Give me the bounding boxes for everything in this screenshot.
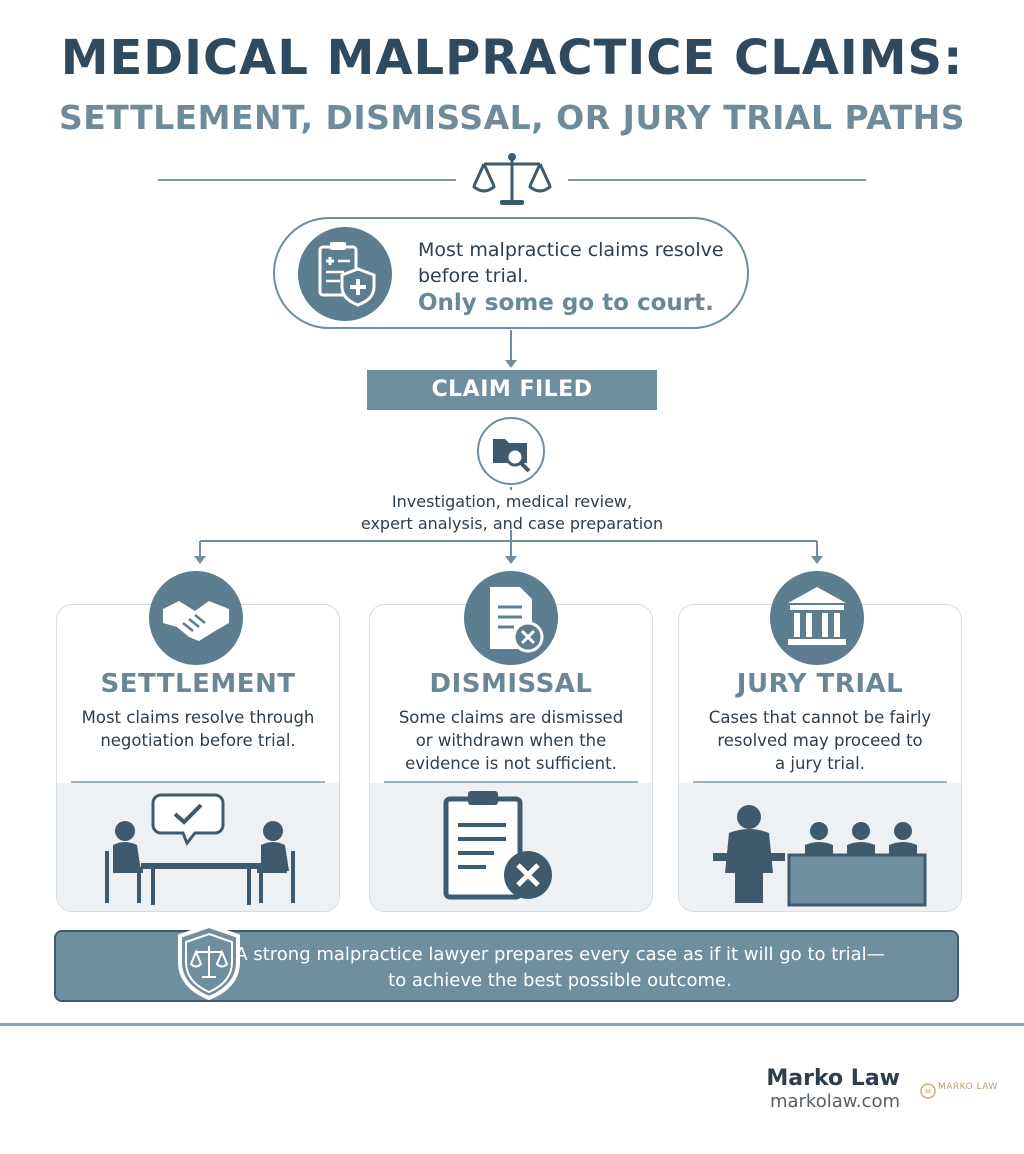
jury-trial-card: JURY TRIAL Cases that cannot be fairly r… (678, 604, 962, 912)
footer-divider (0, 1023, 1024, 1026)
divider-left (158, 179, 456, 181)
card-description-line: Some claims are dismissed (398, 708, 624, 727)
handshake-icon (149, 571, 243, 665)
card-title: DISMISSAL (429, 669, 593, 699)
card-description: Most claims resolve through negotiation … (67, 706, 329, 752)
card-illustration-area (57, 783, 339, 911)
card-divider (384, 781, 638, 783)
medical-record-shield-icon (298, 227, 392, 321)
conclusion-line: A strong malpractice lawyer prepares eve… (235, 944, 885, 965)
svg-text:M: M (925, 1088, 931, 1096)
card-illustration-area (679, 783, 961, 911)
card-description-line: resolved may proceed to (717, 731, 923, 750)
card-description-line: Most claims resolve through (81, 708, 315, 727)
shield-scales-icon (178, 923, 240, 1001)
card-description-line: evidence is not sufficient. (405, 754, 617, 773)
page-title: MEDICAL MALPRACTICE CLAIMS: (60, 30, 964, 86)
courthouse-icon (770, 571, 864, 665)
intro-text: Most malpractice claims resolve before t… (418, 239, 724, 287)
intro-highlight: Only some go to court. (418, 290, 714, 316)
card-divider (693, 781, 947, 783)
card-title: SETTLEMENT (100, 669, 296, 699)
card-illustration-area (370, 783, 652, 911)
card-description-line: a jury trial. (775, 754, 865, 773)
marko-law-logo-icon: M (920, 1083, 936, 1099)
claim-filed-label: CLAIM FILED (367, 370, 657, 410)
card-title: JURY TRIAL (736, 669, 904, 699)
clipboard-x-illustration (443, 791, 552, 900)
card-description-line: Cases that cannot be fairly (708, 708, 932, 727)
logo-text: MARKO LAW (938, 1082, 998, 1092)
card-description-line: negotiation before trial. (100, 731, 296, 750)
card-description: Some claims are dismissed or withdrawn w… (380, 706, 642, 775)
conclusion-line: to achieve the best possible outcome. (388, 970, 732, 991)
conclusion-text: A strong malpractice lawyer prepares eve… (220, 942, 900, 994)
card-description-line: or withdrawn when the (415, 731, 607, 750)
claim-description: Investigation, medical review, expert an… (312, 491, 712, 535)
card-description: Cases that cannot be fairly resolved may… (689, 706, 951, 775)
document-x-icon (464, 571, 558, 665)
negotiation-table-illustration (105, 793, 295, 905)
folder-search-icon (477, 417, 545, 485)
page-subtitle: SETTLEMENT, DISMISSAL, OR JURY TRIAL PAT… (59, 98, 965, 137)
brand-name: Marko Law (766, 1066, 900, 1091)
courtroom-jury-illustration (713, 805, 927, 907)
claim-description-line: expert analysis, and case preparation (360, 514, 664, 533)
scales-icon (471, 153, 553, 205)
claim-description-line: Investigation, medical review, (391, 492, 633, 511)
divider-right (568, 179, 866, 181)
website-link[interactable]: markolaw.com (769, 1091, 900, 1112)
card-divider (71, 781, 325, 783)
